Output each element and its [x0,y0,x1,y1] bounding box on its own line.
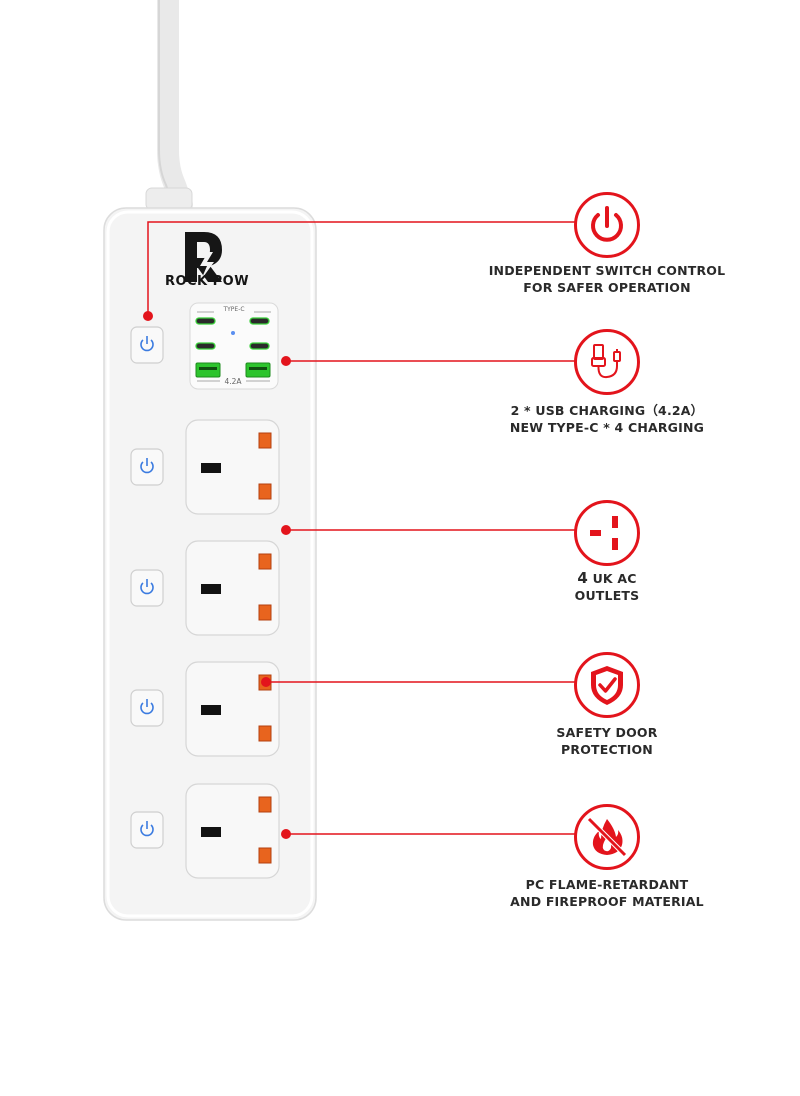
typec-label: TYPE-C [223,306,245,313]
uk-socket [185,540,280,636]
uk-outlet-icon [574,500,640,566]
live-slot-shutter [258,553,272,570]
socket-switch-button[interactable] [130,326,164,364]
usb-cable-icon [574,329,640,395]
socket-switch-button[interactable] [130,811,164,849]
feature-usb-caption: 2 * USB CHARGING（4.2A）NEW TYPE-C * 4 CHA… [509,403,705,435]
usb-current-label: 4.2A [224,377,242,386]
shield-check-icon [574,652,640,718]
power-cable [157,0,193,216]
brand-name: ROCK POW [164,274,250,289]
callout-dots [143,311,291,839]
earth-slot [201,463,221,473]
live-slot-shutter [258,432,272,449]
earth-slot [201,827,221,837]
uk-socket [185,783,280,879]
usb-indicator-led [231,331,235,335]
neutral-slot-shutter [258,847,272,864]
neutral-slot-shutter [258,725,272,742]
usb-a-port [195,362,271,378]
socket-switch-button[interactable] [130,569,164,607]
callout-lines [147,221,576,835]
uk-socket [185,419,280,515]
earth-slot [201,705,221,715]
socket-switch-button[interactable] [130,448,164,486]
neutral-slot-shutter [258,483,272,500]
socket-switch-button[interactable] [130,689,164,727]
no-fire-icon [574,804,640,870]
typec-port [195,317,270,350]
cable-plug-boot [145,187,193,211]
earth-slot [201,584,221,594]
uk-socket [185,661,280,757]
power-icon [574,192,640,258]
brand-logo [185,232,222,282]
live-slot-shutter [258,796,272,813]
neutral-slot-shutter [258,604,272,621]
